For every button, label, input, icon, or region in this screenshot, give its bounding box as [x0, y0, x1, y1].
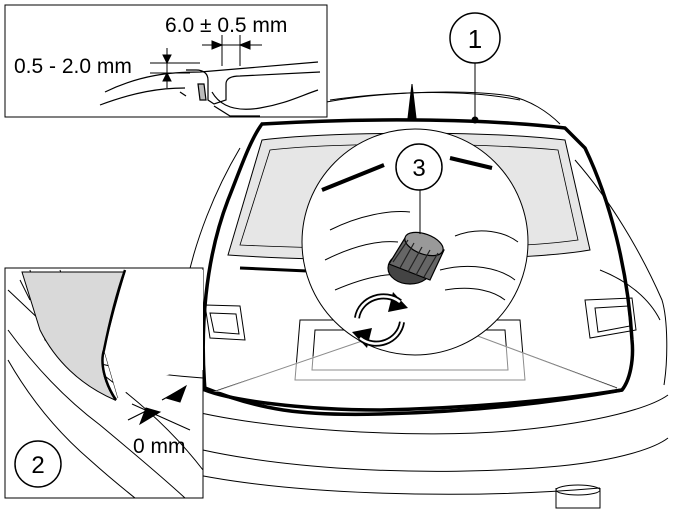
magnifier-fan — [213, 334, 617, 392]
callout-3-label: 3 — [412, 155, 425, 182]
nozzle-detail-sketch — [321, 156, 519, 301]
rotate-arrows-icon — [352, 292, 408, 348]
detail-box-gap: 6.0 ± 0.5 mm 0.5 - 2.0 mm — [4, 4, 328, 118]
callout-1-circle — [449, 12, 501, 64]
callout-2-circle — [14, 440, 62, 488]
callout-1-dot — [471, 116, 479, 124]
trim-lower-edge — [204, 386, 623, 417]
callout-3-circle — [395, 143, 443, 191]
height-dimension-label: 0.5 - 2.0 mm — [14, 55, 132, 78]
callout-2-label: 2 — [31, 452, 44, 479]
flush-dimension-label: 0 mm — [133, 435, 186, 458]
flush-arrows-icon — [127, 384, 191, 431]
washer-nozzle — [387, 231, 445, 285]
trim-seal-outline — [201, 118, 635, 412]
detail-box-flush: 0 mm 2 — [4, 267, 204, 499]
callout-1-label: 1 — [468, 24, 482, 54]
gap-dimension-label: 6.0 ± 0.5 mm — [165, 14, 287, 37]
